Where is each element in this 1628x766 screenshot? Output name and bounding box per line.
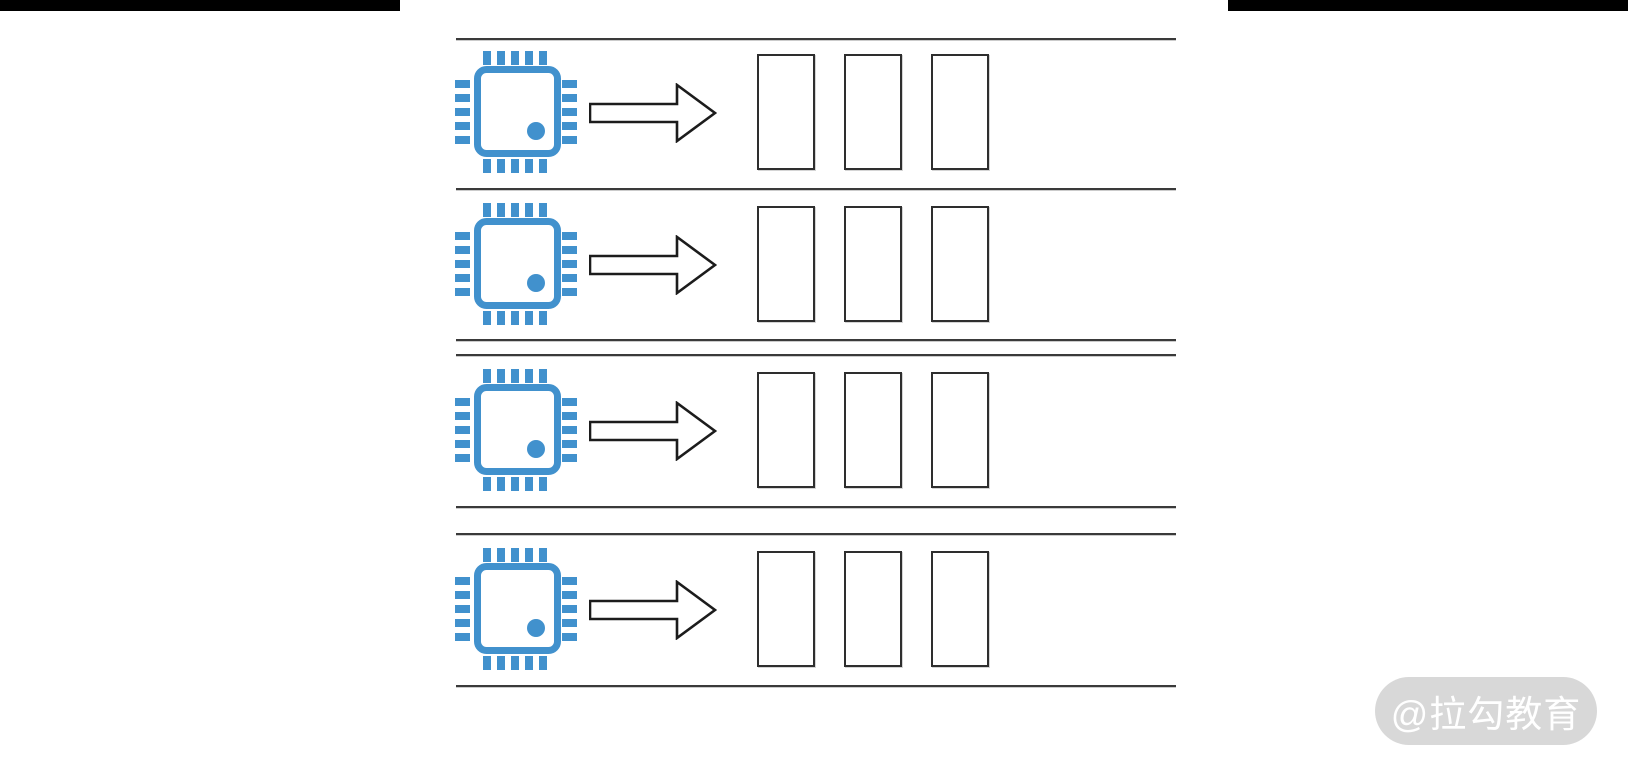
queue-slot [931,206,989,322]
arrow-right-icon [589,580,717,640]
cpu-row-2 [455,203,1176,325]
watermark-badge: @拉勾教育 [1375,677,1597,745]
queue-slot [757,551,815,667]
queue-slot [844,372,902,488]
queue-slot [757,372,815,488]
task-queue [757,54,989,170]
arrow-right-icon [589,83,717,143]
queue-slot [757,206,815,322]
row-separator-line [456,685,1176,687]
task-queue [757,372,989,488]
queue-slot [931,54,989,170]
top-right-black-bar [1228,0,1628,11]
cpu-chip-icon [455,51,577,173]
cpu-chip-icon [455,548,577,670]
task-queue [757,206,989,322]
task-queue [757,551,989,667]
row-separator-line [456,354,1176,356]
cpu-row-3 [455,369,1176,491]
cpu-chip-icon [455,203,577,325]
queue-slot [844,206,902,322]
arrow-right-icon [589,235,717,295]
queue-slot [844,54,902,170]
cpu-chip-icon [455,369,577,491]
row-separator-line [456,533,1176,535]
row-separator-line [456,339,1176,341]
queue-slot [844,551,902,667]
queue-slot [931,372,989,488]
queue-slot [931,551,989,667]
row-separator-line [456,38,1176,40]
arrow-right-icon [589,401,717,461]
cpu-queues-diagram [455,0,1176,766]
cpu-row-4 [455,548,1176,670]
cpu-row-1 [455,51,1176,173]
top-left-black-bar [0,0,400,11]
row-separator-line [456,506,1176,508]
watermark-text: @拉勾教育 [1390,694,1582,735]
row-separator-line [456,188,1176,190]
queue-slot [757,54,815,170]
